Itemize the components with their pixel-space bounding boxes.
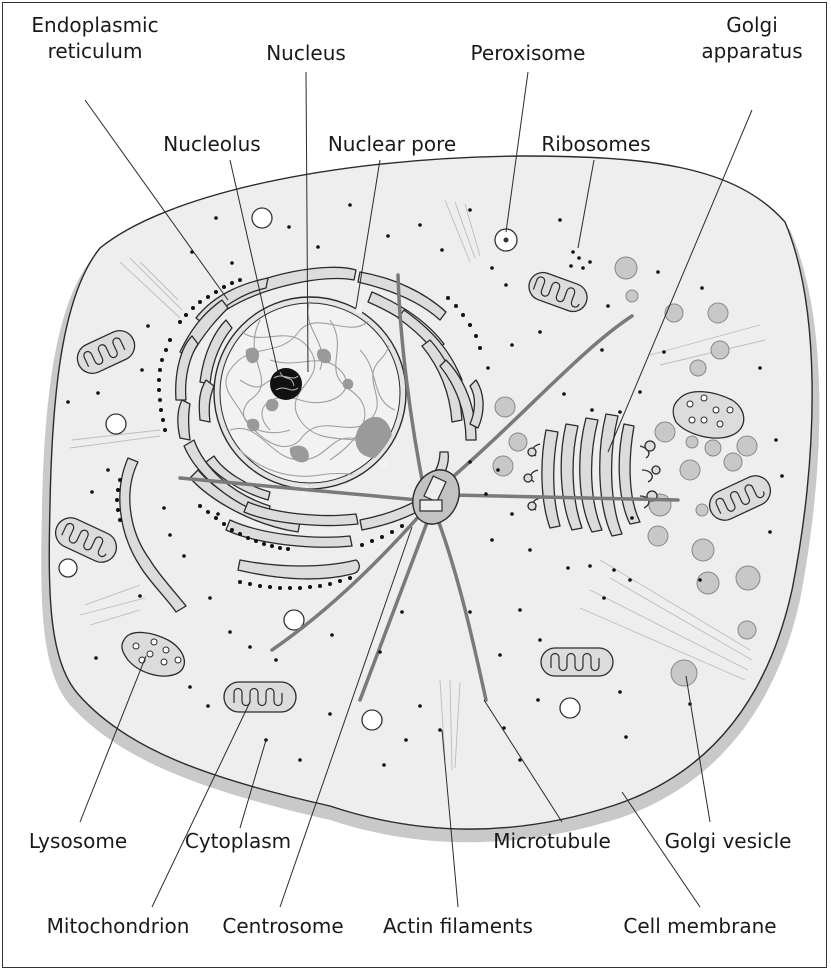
label-actin-filaments: Actin filaments bbox=[383, 913, 533, 939]
label-er-line2: reticulum bbox=[31, 38, 158, 64]
label-nuclear-pore: Nuclear pore bbox=[328, 131, 456, 157]
label-golgi-line2: apparatus bbox=[701, 38, 802, 64]
nucleolus bbox=[270, 368, 302, 400]
label-cytoplasm: Cytoplasm bbox=[185, 828, 291, 854]
label-golgi-vesicle: Golgi vesicle bbox=[665, 828, 792, 854]
label-cell-membrane: Cell membrane bbox=[623, 913, 776, 939]
label-centrosome: Centrosome bbox=[222, 913, 343, 939]
label-nucleolus: Nucleolus bbox=[163, 131, 260, 157]
label-er-line1: Endoplasmic bbox=[31, 12, 158, 38]
label-endoplasmic-reticulum: Endoplasmic reticulum bbox=[31, 12, 158, 64]
mitochondrion-5 bbox=[541, 648, 613, 676]
label-lysosome: Lysosome bbox=[29, 828, 127, 854]
label-ribosomes: Ribosomes bbox=[541, 131, 650, 157]
label-golgi-apparatus: Golgi apparatus bbox=[701, 12, 802, 64]
label-microtubule: Microtubule bbox=[493, 828, 611, 854]
label-golgi-line1: Golgi bbox=[701, 12, 802, 38]
label-peroxisome: Peroxisome bbox=[471, 40, 586, 66]
peroxisome-core bbox=[504, 238, 509, 243]
mitochondrion-6 bbox=[224, 682, 296, 712]
label-mitochondrion: Mitochondrion bbox=[47, 913, 190, 939]
label-nucleus: Nucleus bbox=[266, 40, 346, 66]
